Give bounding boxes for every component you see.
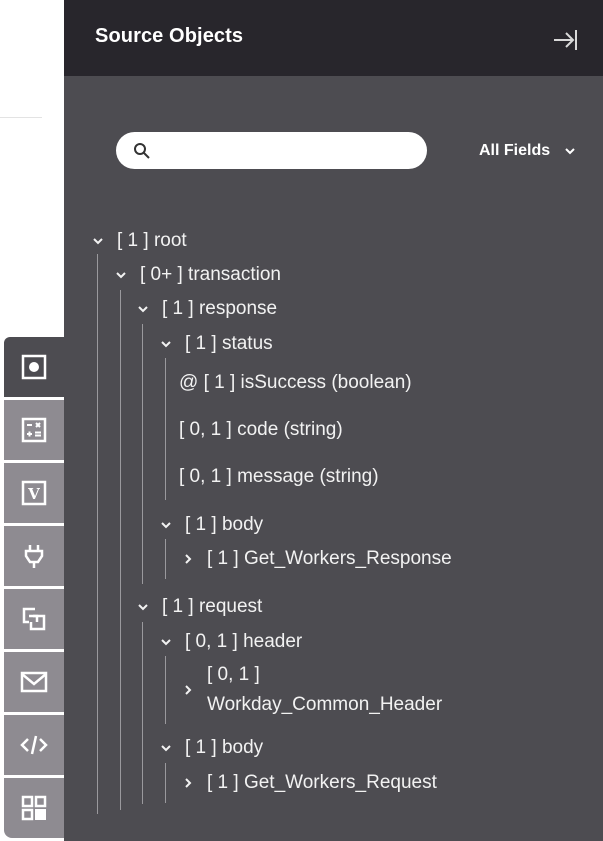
svg-text:V: V [27,485,40,503]
tree-node-status[interactable]: [ 1 ] status [159,332,273,356]
toolbar-source-objects-button[interactable] [4,337,64,397]
search-input[interactable] [158,132,413,169]
tree-node-label: [ 0, 1 ] Workday_Common_Header [207,664,443,715]
grid-icon [21,795,47,821]
collapse-right-icon [554,30,577,50]
filter-selected-value: All Fields [479,142,551,159]
tree-node-label: [ 0, 1 ] message (string) [179,466,379,487]
tree-guide-root [97,254,98,814]
tree-node-label: [ 1 ] body [185,737,264,758]
tree-node-code[interactable]: [ 0, 1 ] code (string) [179,418,343,442]
code-icon [20,735,48,755]
variable-icon: V [21,480,47,506]
tree-node-response-body[interactable]: [ 1 ] body [159,513,263,537]
side-toolbar: V [4,337,64,839]
tree-node-label: [ 0, 1 ] header [185,631,303,652]
search-icon [134,143,150,159]
tree-node-get-workers-response[interactable]: [ 1 ] Get_Workers_Response [181,547,452,571]
tree-guide-transaction [120,290,121,810]
search-box [116,132,427,169]
collapse-panel-button[interactable] [552,26,580,54]
toolbar-calculator-button[interactable] [4,400,64,460]
chevron-down-icon[interactable] [159,518,173,532]
toolbar-mappings-button[interactable] [4,589,64,649]
tree-guide-request-body [165,763,166,803]
tree-node-header[interactable]: [ 0, 1 ] header [159,630,302,654]
chevron-down-icon[interactable] [136,302,150,316]
tree-node-isSuccess[interactable]: @ [ 1 ] isSuccess (boolean) [179,371,412,395]
chevron-down-icon[interactable] [114,268,128,282]
record-icon [21,354,47,380]
tree-node-label: [ 0+ ] transaction [140,264,281,285]
toolbar-variables-button[interactable]: V [4,463,64,523]
tree-node-root[interactable]: [ 1 ] root [91,229,187,253]
chevron-down-icon[interactable] [91,234,105,248]
tree-node-label: [ 1 ] request [162,596,263,617]
chevron-right-icon[interactable] [181,776,195,790]
tree-guide-status [165,358,166,500]
chevron-down-icon[interactable] [159,741,173,755]
tree-node-label: [ 1 ] root [117,230,187,251]
tree-node-label: @ [ 1 ] isSuccess (boolean) [179,372,412,393]
source-objects-panel: Source Objects All Fields [64,0,603,841]
chevron-down-icon[interactable] [159,635,173,649]
toolbar-code-button[interactable] [4,715,64,775]
tree-guide-header [165,656,166,724]
copy-link-icon [22,607,46,631]
field-filter-dropdown[interactable]: All Fields [479,142,576,160]
panel-title: Source Objects [95,25,244,47]
chevron-right-icon[interactable] [181,552,195,566]
tree-node-label: [ 1 ] body [185,514,264,535]
tree-node-label: [ 0, 1 ] code (string) [179,419,343,440]
divider [0,117,42,118]
chevron-down-icon [565,148,575,155]
tree-guide-request [142,622,143,804]
source-tree: [ 1 ] root [ 0+ ] transaction [ 1 ] resp… [64,0,603,841]
tree-node-workday-common-header[interactable]: [ 0, 1 ] Workday_Common_Header [181,660,451,720]
tree-node-label: [ 1 ] status [185,333,273,354]
calculator-icon [21,417,47,443]
tree-node-request[interactable]: [ 1 ] request [136,595,262,619]
tree-node-label: [ 1 ] response [162,298,278,319]
tree-node-label: [ 1 ] Get_Workers_Response [207,548,452,569]
tree-node-message[interactable]: [ 0, 1 ] message (string) [179,465,379,489]
panel-header: Source Objects [64,0,603,76]
toolbar-components-button[interactable] [4,778,64,838]
tree-node-transaction[interactable]: [ 0+ ] transaction [114,263,281,287]
tree-guide-response [142,324,143,584]
tree-node-label: [ 1 ] Get_Workers_Request [207,772,437,793]
chevron-down-icon[interactable] [136,600,150,614]
chevron-right-icon[interactable] [181,683,195,697]
tree-node-get-workers-request[interactable]: [ 1 ] Get_Workers_Request [181,771,437,795]
tree-node-request-body[interactable]: [ 1 ] body [159,736,263,760]
toolbar-messages-button[interactable] [4,652,64,712]
chevron-down-icon[interactable] [159,337,173,351]
tree-node-response[interactable]: [ 1 ] response [136,297,277,321]
mail-icon [20,671,48,693]
toolbar-connections-button[interactable] [4,526,64,586]
tree-guide-response-body [165,539,166,579]
plug-icon [24,545,44,568]
